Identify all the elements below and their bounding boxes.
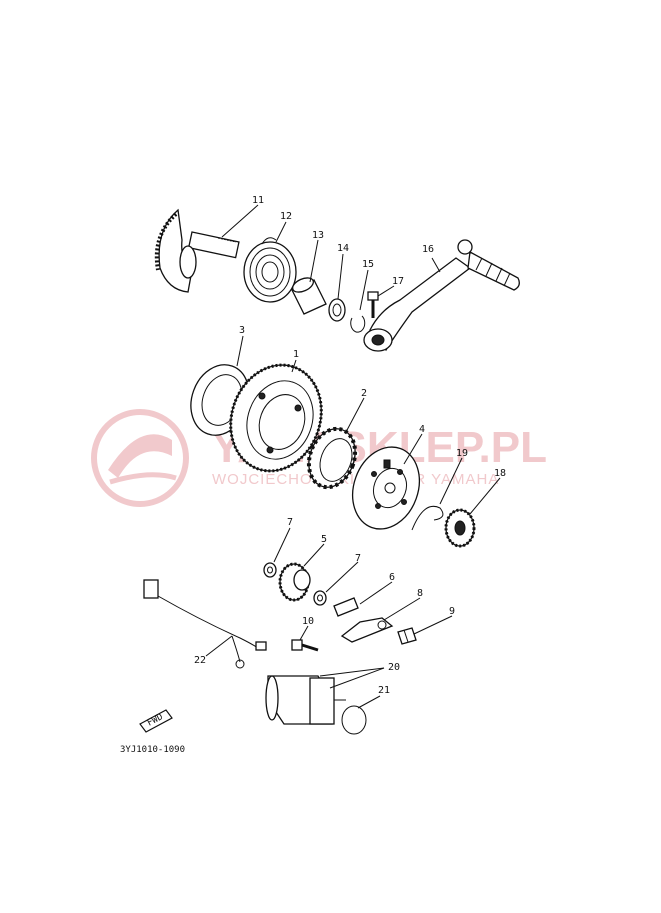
callout-16: 16 [422, 244, 434, 255]
bolt-17-part [367, 291, 379, 318]
clutch-plate-part [352, 446, 420, 530]
bolt-10-part [291, 639, 319, 652]
callout-8: 8 [417, 588, 423, 599]
kick-shaft-part [154, 208, 240, 293]
starter-motor-part [265, 675, 346, 725]
kick-spring-part [243, 237, 297, 303]
callout-5: 5 [321, 534, 327, 545]
kick-crank-part [363, 239, 520, 352]
callout-19: 19 [456, 448, 468, 459]
callout-10: 10 [302, 616, 314, 627]
callout-2: 2 [361, 388, 367, 399]
clip-part [411, 505, 444, 531]
callout-18: 18 [494, 468, 506, 479]
callout-15: 15 [362, 259, 374, 270]
callout-3: 3 [239, 325, 245, 336]
diagram-code: 3YJ1010-1090 [120, 745, 185, 755]
screw-9-part [397, 627, 417, 645]
callout-12: 12 [280, 211, 292, 222]
washer-7b-part [313, 590, 327, 606]
watermark-logo-icon [91, 409, 189, 507]
gear-18-part [444, 508, 476, 548]
callout-1: 1 [293, 349, 299, 360]
fwd-arrow-icon: FWD [139, 709, 173, 733]
callout-20: 20 [388, 662, 400, 673]
callout-14: 14 [337, 243, 349, 254]
callout-7a: 7 [287, 517, 293, 528]
callout-4: 4 [419, 424, 425, 435]
callout-labels: 11 12 13 14 15 17 16 3 1 2 4 19 18 7 5 7… [194, 195, 506, 696]
starter-clutch-gear-part [229, 363, 323, 473]
callout-13: 13 [312, 230, 324, 241]
idler-gear-part [278, 562, 311, 602]
callout-21: 21 [378, 685, 390, 696]
callout-7b: 7 [355, 553, 361, 564]
shaft-part [333, 597, 359, 617]
callout-17: 17 [392, 276, 404, 287]
collar-part [291, 277, 327, 315]
callout-6: 6 [389, 572, 395, 583]
callout-9: 9 [449, 606, 455, 617]
wire-lead-part [143, 579, 267, 669]
washer-part [328, 298, 346, 322]
bracket-part [340, 617, 394, 643]
circlip-part [350, 315, 366, 333]
callout-22: 22 [194, 655, 206, 666]
one-way-clutch-part [306, 426, 358, 490]
washer-7a-part [263, 562, 277, 578]
o-ring-part [341, 705, 367, 735]
callout-11: 11 [252, 195, 264, 206]
leader-lines [205, 204, 501, 709]
